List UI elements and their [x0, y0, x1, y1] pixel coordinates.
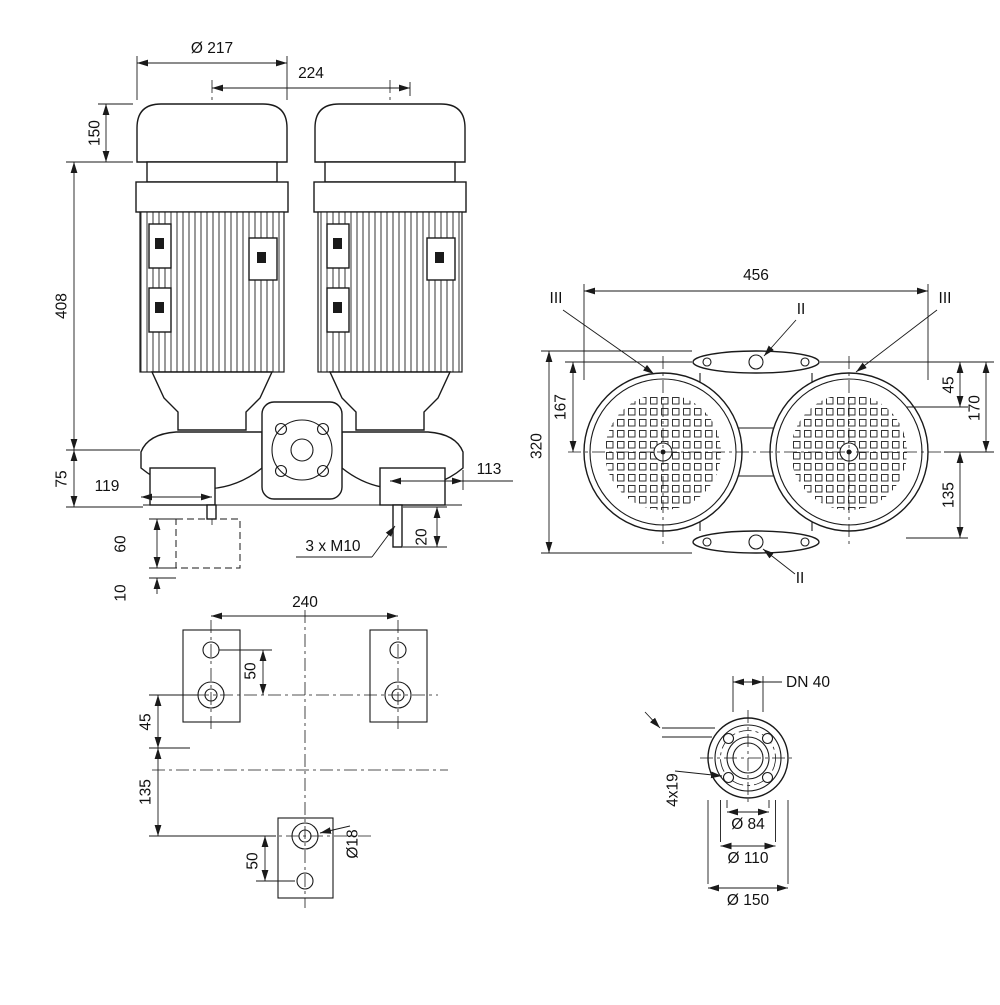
- dim-plan-height-135: 135: [940, 482, 957, 508]
- dim-plan-width-456: 456: [743, 267, 769, 284]
- foundation-stud-right: [392, 504, 403, 548]
- dim-front-height-408: 408: [53, 293, 70, 319]
- dim-flange-diameter-150: Ø 150: [727, 892, 770, 909]
- label-flange-dn40: DN 40: [786, 674, 830, 691]
- dim-flange-diameter-84: Ø 84: [731, 816, 765, 833]
- top-port-flange: [692, 350, 820, 383]
- pump-foot-left: [149, 467, 216, 506]
- plan-dimensions: 456 III III II II 320 167 45 170: [528, 267, 994, 587]
- front-dimensions: Ø 217 224 150 408 75 119 113 60: [53, 40, 513, 602]
- dim-front-height-150: 150: [86, 120, 103, 146]
- flange-dimensions: DN 40 4x19 Ø 84 Ø 110 Ø 150: [664, 674, 830, 909]
- foundation-stud-left: [206, 504, 217, 520]
- dim-base-height-135: 135: [137, 779, 154, 805]
- section-label-ii-bottom: II: [796, 570, 805, 587]
- flange-circles: [644, 710, 796, 806]
- top-plan-view: 456 III III II II 320 167 45 170: [528, 267, 994, 587]
- dim-flange-diameter-110: Ø 110: [727, 850, 768, 867]
- dim-base-width-240: 240: [292, 594, 318, 611]
- dim-front-height-75: 75: [53, 470, 70, 487]
- section-label-ii-top: II: [797, 301, 806, 318]
- dim-front-height-10: 10: [112, 584, 129, 602]
- dim-front-height-20: 20: [413, 528, 430, 546]
- dim-front-diameter-217: Ø 217: [191, 40, 233, 57]
- dim-front-width-119: 119: [95, 478, 120, 495]
- dim-front-width-113: 113: [477, 461, 502, 478]
- base-dimensions: 240 50 45 135 50 Ø18: [137, 594, 398, 882]
- dim-base-height-45: 45: [137, 713, 154, 730]
- dim-base-spacing-50-top: 50: [242, 662, 259, 680]
- dim-plan-height-320: 320: [528, 433, 545, 459]
- foundation-plan-view: 240 50 45 135 50 Ø18: [137, 594, 448, 908]
- center-flange: [261, 401, 343, 500]
- label-bolt-pattern-3xM10: 3 x M10: [305, 538, 361, 555]
- front-elevation-view: Ø 217 224 150 408 75 119 113 60: [53, 40, 513, 602]
- dim-base-spacing-50-bottom: 50: [244, 852, 261, 870]
- dim-base-hole-diameter-18: Ø18: [344, 829, 361, 858]
- dim-plan-height-170: 170: [966, 395, 983, 421]
- bottom-port-flange: [692, 521, 820, 554]
- pump-foot-right: [379, 467, 446, 506]
- dim-plan-height-45: 45: [940, 376, 957, 393]
- flange-detail-view: DN 40 4x19 Ø 84 Ø 110 Ø 150: [644, 674, 830, 909]
- dim-front-height-60: 60: [112, 535, 129, 553]
- section-label-iii-right: III: [939, 290, 952, 307]
- foundation-outline: [175, 518, 241, 569]
- label-flange-bolt-holes-4x19: 4x19: [664, 773, 681, 807]
- dim-plan-height-167: 167: [552, 394, 569, 420]
- motor-right: [313, 103, 467, 431]
- dim-front-width-224: 224: [298, 65, 324, 82]
- section-label-iii-left: III: [550, 290, 563, 307]
- motor-left: [135, 103, 289, 431]
